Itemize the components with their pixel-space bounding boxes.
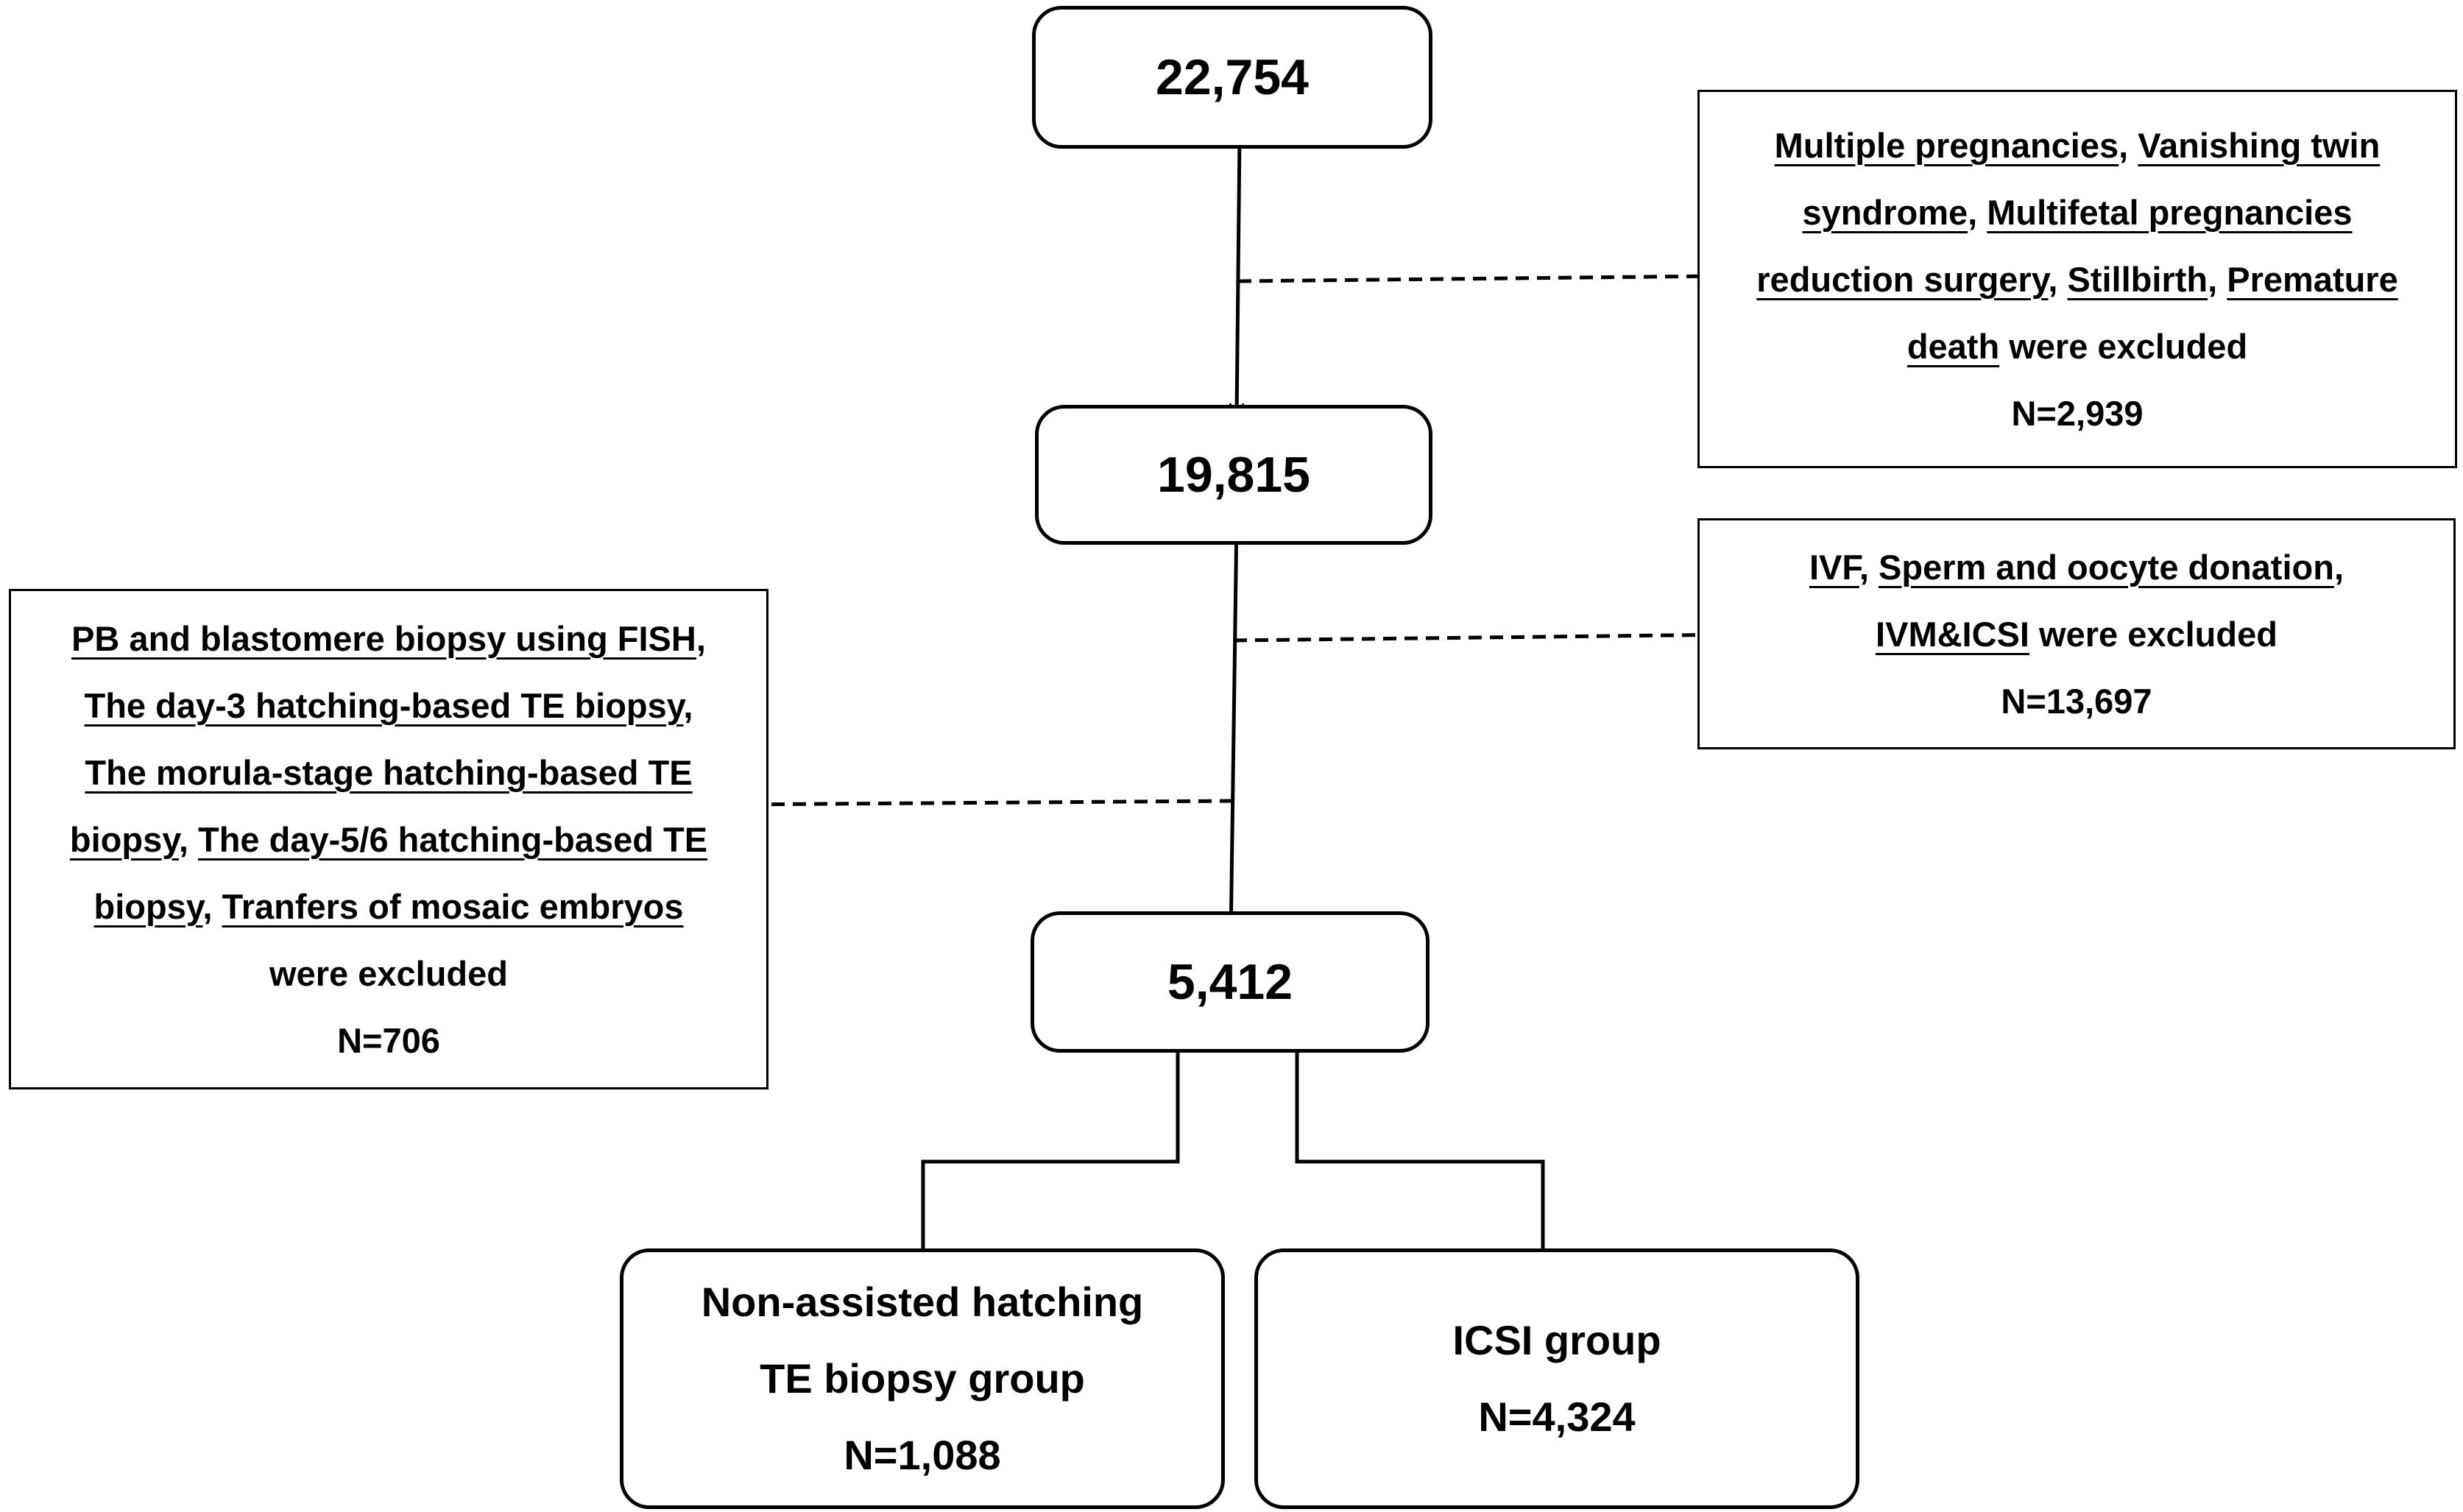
- first-exclusion-count: N=2,939: [2011, 393, 2144, 433]
- second-exclusion-line-2: IVM&ICSI were excluded: [1876, 614, 2278, 654]
- third-exclusion-line-5: biopsy, Tranfers of mosaic embryos: [93, 886, 684, 926]
- second-exclusion-line-1: IVF, Sperm and oocyte donation,: [1809, 547, 2344, 587]
- criterion-day3-hatching-te: The day-3 hatching-based TE biopsy: [84, 685, 684, 725]
- total-count-box: 22,754: [1032, 6, 1432, 149]
- arrow-5412-to-icsi-group: [1295, 1048, 1543, 1290]
- arrow-5412-to-nah-group: [923, 1048, 1180, 1290]
- criterion-mosaic-embryo-transfer: Tranfers of mosaic embryos: [222, 886, 684, 926]
- nah-group-box: Non-assisted hatching TE biopsy group N=…: [620, 1248, 1225, 1509]
- criterion-stillbirth: Stillbirth: [2067, 259, 2208, 299]
- third-exclusion-line-4: biopsy, The day-5/6 hatching-based TE: [69, 819, 708, 859]
- nah-group-count: N=1,088: [844, 1432, 1001, 1478]
- total-count: 22,754: [1156, 49, 1309, 105]
- first-exclusion-line-1: Multiple pregnancies, Vanishing twin: [1774, 125, 2381, 165]
- criterion-day56-hatching-te-cont: biopsy: [93, 886, 203, 926]
- first-exclusion-line-2: syndrome, Multifetal pregnancies: [1802, 192, 2353, 232]
- dashed-link-first-exclusion: [1237, 274, 1720, 283]
- criterion-vanishing-twin-cont: syndrome: [1802, 192, 1968, 232]
- arrow-19815-to-5412: [1231, 519, 1239, 939]
- nah-group-label-line2: TE biopsy group: [760, 1355, 1085, 1402]
- third-exclusion-line-1: PB and blastomere biopsy using FISH,: [71, 618, 706, 658]
- first-exclusion-line-4: death were excluded: [1907, 326, 2248, 366]
- criterion-premature-death: Premature: [2227, 259, 2398, 299]
- criterion-multiple-pregnancies: Multiple pregnancies: [1774, 125, 2119, 165]
- after-first-exclusion-box: 19,815: [1035, 405, 1432, 545]
- criterion-sperm-oocyte-donation: Sperm and oocyte donation: [1879, 547, 2334, 587]
- nah-group-label-line1: Non-assisted hatching: [701, 1279, 1144, 1325]
- first-exclusion-note: Multiple pregnancies, Vanishing twin syn…: [1697, 90, 2457, 468]
- dashed-link-third-exclusion: [728, 799, 1233, 807]
- criterion-morula-hatching-te: The morula-stage hatching-based TE: [85, 752, 693, 792]
- final-count: 5,412: [1167, 954, 1293, 1010]
- criterion-morula-hatching-te-cont: biopsy: [69, 819, 179, 859]
- dashed-link-second-exclusion: [1233, 632, 1735, 643]
- third-exclusion-line-3: The morula-stage hatching-based TE: [85, 739, 692, 806]
- after-first-exclusion-count: 19,815: [1157, 447, 1310, 503]
- icsi-group-label: ICSI group: [1452, 1317, 1661, 1363]
- third-exclusion-line-2: The day-3 hatching-based TE biopsy,: [84, 685, 693, 725]
- arrow-22754-to-19815: [1237, 136, 1240, 417]
- third-exclusion-note: PB and blastomere biopsy using FISH, The…: [9, 589, 768, 1089]
- criterion-ivm-icsi: IVM&ICSI: [1876, 614, 2029, 654]
- criterion-pb-blastomere-fish: PB and blastomere biopsy using FISH: [71, 618, 696, 658]
- criterion-day56-hatching-te: The day-5/6 hatching-based TE: [198, 819, 708, 859]
- criterion-premature-death-cont: death: [1907, 326, 2000, 366]
- icsi-group-count: N=4,324: [1478, 1393, 1636, 1440]
- second-exclusion-note: IVF, Sperm and oocyte donation, IVM&ICSI…: [1697, 518, 2456, 749]
- first-exclusion-line-3: reduction surgery, Stillbirth, Premature: [1756, 259, 2398, 299]
- icsi-group-box: ICSI group N=4,324: [1254, 1248, 1859, 1509]
- second-exclusion-count: N=13,697: [2001, 681, 2152, 721]
- final-count-box: 5,412: [1031, 911, 1430, 1053]
- criterion-vanishing-twin: Vanishing twin: [2138, 125, 2381, 165]
- third-exclusion-line-6: were excluded: [269, 953, 508, 993]
- criterion-multifetal-reduction: Multifetal pregnancies: [1987, 192, 2353, 232]
- third-exclusion-count: N=706: [337, 1020, 440, 1060]
- criterion-ivf: IVF: [1809, 547, 1859, 587]
- criterion-multifetal-reduction-cont: reduction surgery: [1756, 259, 2049, 299]
